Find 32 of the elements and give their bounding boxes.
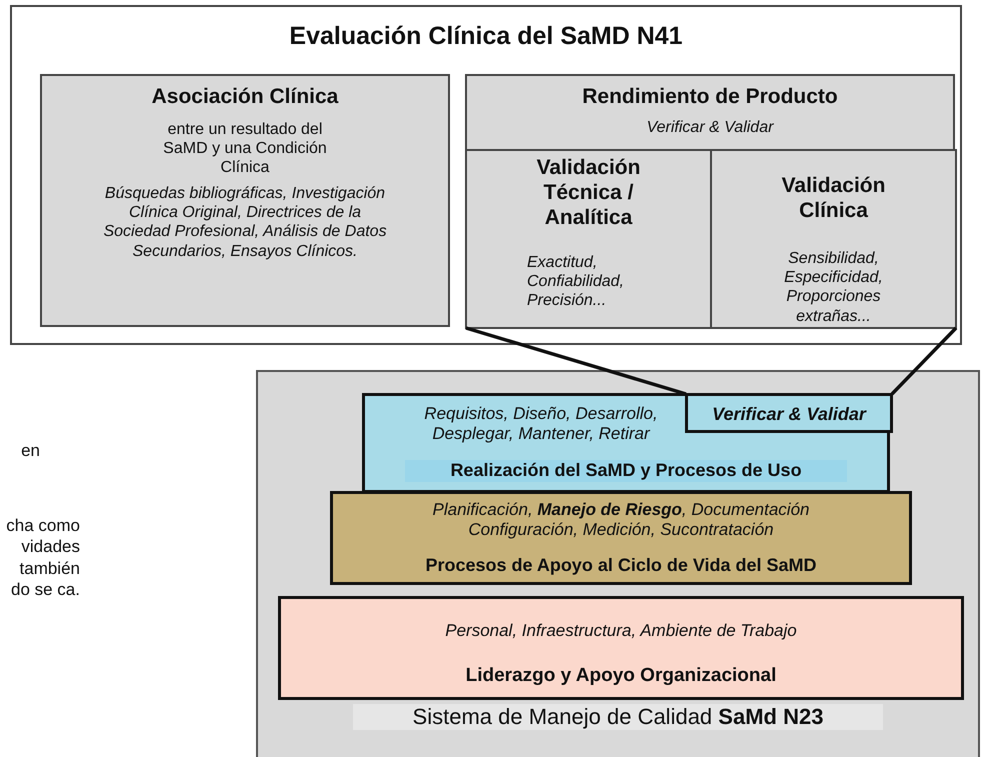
validation-panel	[465, 149, 712, 329]
frame-title: Evaluación Clínica del SaMD N41	[288, 21, 684, 51]
zoom-line	[890, 326, 958, 396]
association-panel	[40, 74, 450, 327]
layer-title: Liderazgo y Apoyo Organizacional	[464, 665, 778, 688]
process-layer	[362, 393, 890, 493]
system-title: Sistema de Manejo de Calidad SaMd N23	[353, 704, 883, 730]
assessment-frame	[10, 5, 962, 345]
tab-label: Verificar & Validar	[711, 404, 868, 426]
panel-heading: Validación Técnica / Analítica	[536, 155, 642, 231]
layer-activities: Planificación, Manejo de Riesgo, Documentación Configuración, Medición, Sucontratación	[432, 500, 810, 541]
panel-heading: Rendimiento de Producto	[581, 84, 839, 110]
layer-title: Procesos de Apoyo al Ciclo de Vida del SaMD	[424, 555, 818, 577]
quality-system-panel	[256, 370, 980, 757]
zoom-line	[466, 326, 686, 396]
panel-subtitle: Verificar & Validar	[646, 118, 775, 138]
panel-heading: Asociación Clínica	[150, 84, 340, 110]
cut-off-text: en	[20, 440, 40, 462]
validation-panel	[710, 149, 957, 329]
layer-title: Realización del SaMD y Procesos de Uso	[405, 460, 847, 482]
performance-panel	[465, 74, 955, 327]
panel-subtitle: entre un resultado del SaMD y una Condición Clínica	[162, 120, 328, 178]
verify-validate-tab	[685, 393, 893, 433]
layer-activities: Personal, Infraestructura, Ambiente de Trabajo	[444, 621, 798, 642]
support-layer	[330, 491, 912, 585]
panel-description: Exactitud, Confiabilidad, Precisión...	[527, 253, 625, 311]
cut-off-paragraph: cha como vidades también do se ca.	[5, 515, 80, 600]
panel-description: Búsquedas bibliográficas, Investigación Clínica Original, Directrices de la Sociedad Profesional, Análisis de Datos Secundarios, Ensayos Clínicos.	[102, 184, 388, 261]
layer-activities: Requisitos, Diseño, Desarrollo, Desplegar, Mantener, Retirar	[423, 404, 659, 445]
panel-heading: Validación Clínica	[780, 173, 886, 224]
panel-description: Sensibilidad, Especificidad, Proporciones extrañas...	[783, 249, 884, 326]
foundation-layer	[278, 596, 964, 700]
